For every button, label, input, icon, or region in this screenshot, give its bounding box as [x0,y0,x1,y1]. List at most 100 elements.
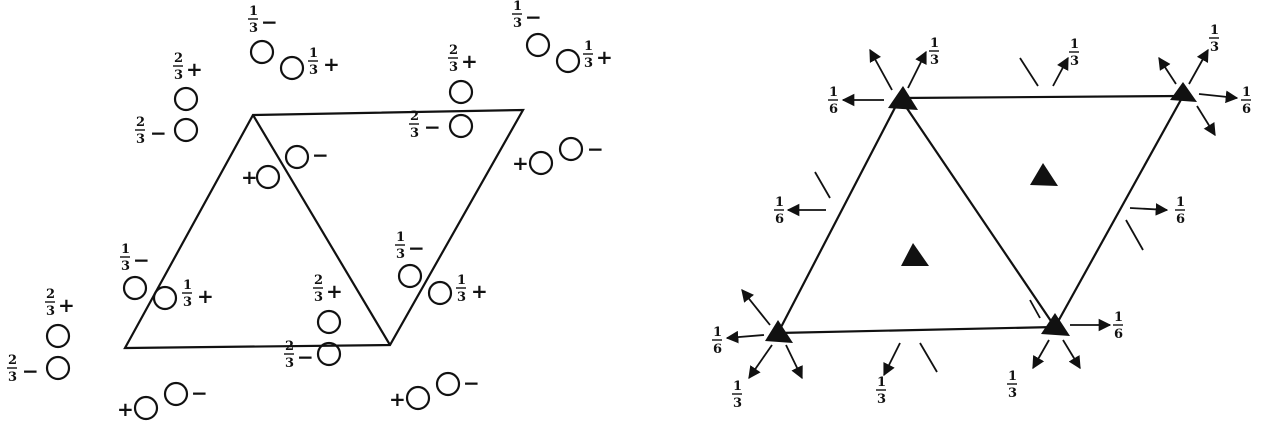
svg-text:1: 1 [1242,85,1251,100]
atom [555,48,581,74]
arrow [907,50,927,89]
atom [316,309,342,335]
atom [528,150,554,176]
arrow-label: 1 3 [1007,369,1017,401]
atom [435,371,461,397]
triad-marker [765,320,793,343]
atom [249,39,275,65]
svg-text:1: 1 [733,379,742,394]
svg-text:1: 1 [775,195,784,210]
atom [427,280,453,306]
svg-text:2: 2 [8,353,17,368]
svg-text:6: 6 [775,212,784,227]
svg-text:1: 1 [584,39,593,54]
svg-text:3: 3 [314,290,323,305]
arrow-label: 1 3 [732,379,742,411]
svg-text:1: 1 [1008,369,1017,384]
svg-text:+: + [461,49,478,73]
atom [133,395,159,421]
plus-sign: + [117,397,134,421]
right-triad-markers [765,82,1197,343]
svg-text:6: 6 [1242,102,1251,117]
atom [405,385,431,411]
plus-sign: + [241,165,258,189]
atom [122,275,148,301]
svg-text:1: 1 [457,273,466,288]
charge-label: 1 3 − [512,0,542,31]
svg-text:2: 2 [136,115,145,130]
svg-text:6: 6 [829,102,838,117]
arrow [1125,219,1144,251]
arrow [725,330,765,344]
arrow-label: 1 6 [1241,85,1251,117]
atom [45,355,71,381]
svg-text:3: 3 [877,392,886,407]
charge-label: 2 3 − [284,339,314,371]
charge-label: 1 3 + [583,39,613,71]
atom [279,55,305,81]
svg-text:2: 2 [314,273,323,288]
svg-text:6: 6 [1176,212,1185,227]
atom [173,86,199,112]
arrow-label: 1 3 [1069,37,1079,69]
arrow [919,342,938,373]
lattice-edge [899,97,1056,328]
charge-label: 1 3 − [120,242,150,274]
triad-marker [901,243,929,266]
arrow-label: 1 6 [774,195,784,227]
svg-text:1: 1 [1114,310,1123,325]
arrow [741,289,771,326]
svg-text:3: 3 [249,21,258,36]
left-pair-signs: + − + − + − + − [117,137,604,421]
svg-text:3: 3 [46,304,55,319]
svg-text:3: 3 [183,295,192,310]
svg-text:−: − [22,359,39,383]
arrow-label: 1 6 [1113,310,1123,342]
arrow [883,342,901,377]
charge-label: 2 3 − [409,109,441,141]
left-atoms [45,32,584,421]
arrow-label: 1 3 [876,375,886,407]
minus-sign: − [191,381,208,405]
atom [558,136,584,162]
svg-text:+: + [197,284,214,308]
svg-text:1: 1 [1176,195,1185,210]
charge-label: 1 3 + [456,273,488,305]
arrow [1052,56,1069,87]
svg-text:3: 3 [121,259,130,274]
svg-text:2: 2 [285,339,294,354]
svg-text:+: + [471,279,488,303]
svg-text:3: 3 [930,53,939,68]
svg-text:1: 1 [930,36,939,51]
svg-text:3: 3 [1008,386,1017,401]
svg-text:−: − [408,236,425,260]
arrow [1188,48,1209,85]
svg-text:3: 3 [1070,54,1079,69]
atom [448,113,474,139]
svg-text:1: 1 [121,242,130,257]
svg-text:2: 2 [46,287,55,302]
svg-text:−: − [424,115,441,139]
arrow [1032,339,1050,370]
arrow [1158,56,1177,85]
svg-text:6: 6 [713,342,722,357]
atom [152,285,178,311]
svg-text:1: 1 [1210,23,1219,38]
minus-sign: − [587,137,604,161]
svg-text:−: − [525,5,542,29]
charge-label: 1 3 − [395,230,425,262]
svg-text:2: 2 [174,51,183,66]
svg-text:3: 3 [174,68,183,83]
atom [45,323,71,349]
svg-text:1: 1 [1070,37,1079,52]
minus-sign: − [463,371,480,395]
svg-text:+: + [186,57,203,81]
svg-text:−: − [261,10,278,34]
charge-label: 1 3 + [308,46,340,78]
minus-sign: − [312,143,329,167]
plus-sign: + [512,151,529,175]
left-charge-labels: 1 3 − 1 3 + 2 3 + 2 3 − 1 3 [7,0,613,385]
svg-text:3: 3 [396,247,405,262]
charge-label: 2 3 + [45,287,75,319]
